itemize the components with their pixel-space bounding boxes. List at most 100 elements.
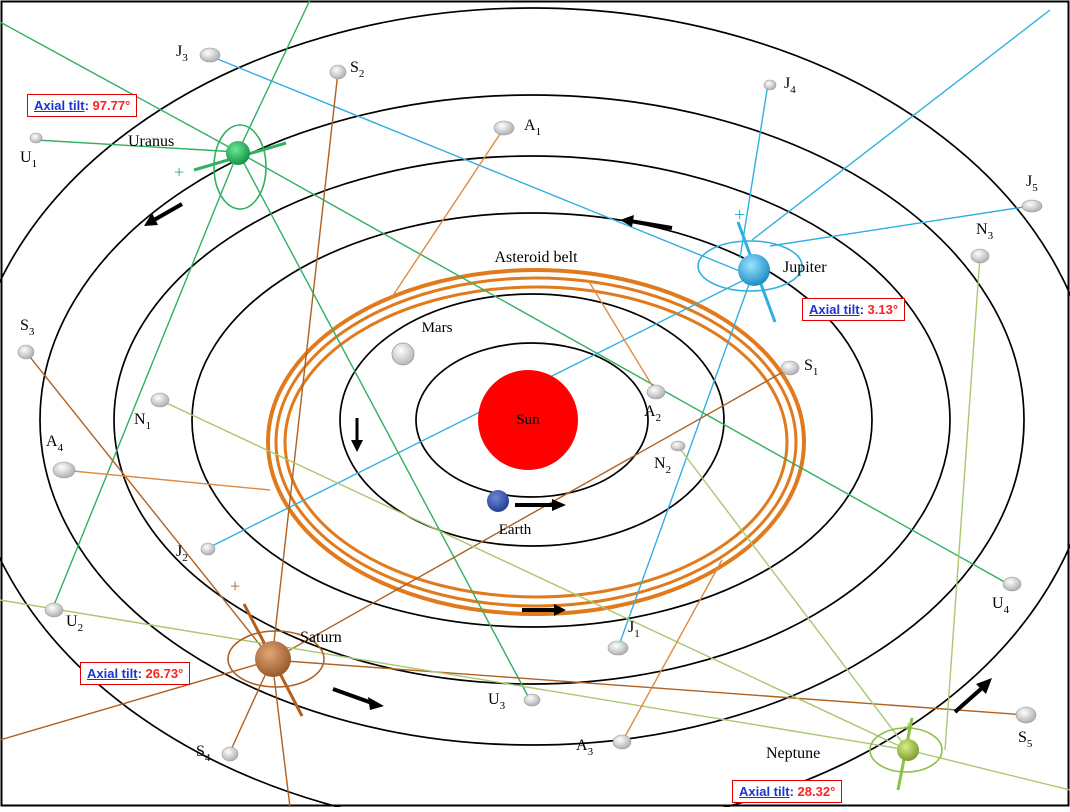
axial-tilt-label: Axial tilt xyxy=(809,302,860,317)
neptune-lines xyxy=(0,255,1070,791)
label-j4: J4 xyxy=(784,75,796,96)
sun-label: Sun xyxy=(516,412,540,428)
label-a4: A4 xyxy=(46,433,64,454)
label-s2: S2 xyxy=(350,59,364,80)
jupiter-direction-arrow xyxy=(620,215,673,230)
axial-tilt-label: Axial tilt xyxy=(34,98,85,113)
uranus-spin-ellipse xyxy=(213,124,267,210)
label-j2: J2 xyxy=(176,543,188,564)
earth-label: Earth xyxy=(499,522,532,538)
label-a2: A2 xyxy=(644,403,661,424)
mars xyxy=(391,342,415,366)
orbit-uranus xyxy=(39,94,1025,746)
label-n1: N1 xyxy=(134,411,151,432)
asteroid-belt-label: Asteroid belt xyxy=(494,249,578,266)
uranus-label: Uranus xyxy=(128,133,174,150)
saturn-label: Saturn xyxy=(300,629,342,646)
label-j3: J3 xyxy=(176,43,188,64)
uranus xyxy=(226,141,250,165)
saturn xyxy=(255,641,291,677)
rock-n3 xyxy=(970,248,990,264)
rock-s5 xyxy=(1015,706,1037,724)
earth xyxy=(487,490,509,512)
jupiter-plus-sign: + xyxy=(734,204,745,226)
axial-tilt-label: Axial tilt xyxy=(87,666,138,681)
marker-points: J3 S2 J4 A1 U1 J5 N3 S3 S1 A2 N1 N2 xyxy=(17,43,1043,764)
axial-tilt-box-neptune: Axial tilt: 28.32° xyxy=(732,780,843,803)
rock-j5 xyxy=(1021,199,1043,213)
label-n2: N2 xyxy=(654,455,671,476)
rock-j4 xyxy=(763,79,777,91)
rock-n2 xyxy=(670,440,686,452)
label-u1: U1 xyxy=(20,149,37,170)
rock-j1 xyxy=(607,640,629,656)
axial-tilt-box-saturn: Axial tilt: 26.73° xyxy=(80,662,191,685)
rock-j3 xyxy=(199,47,221,63)
uranus-plus-sign: + xyxy=(174,162,184,182)
jupiter-label: Jupiter xyxy=(783,259,827,276)
saturn-lines xyxy=(0,71,1027,808)
axial-tilt-label: Axial tilt xyxy=(739,784,790,799)
rock-s1 xyxy=(780,360,800,376)
asteroid-belt xyxy=(266,268,806,616)
rock-u1 xyxy=(29,132,43,144)
neptune-label: Neptune xyxy=(766,745,820,762)
rock-u3 xyxy=(523,693,541,707)
jupiter xyxy=(738,254,770,286)
uranus-direction-arrow xyxy=(144,202,183,226)
label-a1: A1 xyxy=(524,117,541,138)
orbit-rings xyxy=(0,7,1070,812)
belt-direction-arrow xyxy=(522,604,566,616)
axial-tilt-value-uranus: 97.77° xyxy=(92,98,131,113)
orbit-saturn xyxy=(113,155,951,685)
rock-a1 xyxy=(493,120,515,136)
uranus-lines xyxy=(0,0,1011,701)
label-s3: S3 xyxy=(20,317,35,338)
rock-a2 xyxy=(646,384,666,400)
neptune-direction-arrow xyxy=(953,678,992,714)
sun xyxy=(478,370,578,470)
label-u2: U2 xyxy=(66,613,83,634)
rock-s4 xyxy=(221,746,239,762)
neptune xyxy=(897,739,919,761)
uranus-group: + Uranus xyxy=(128,124,287,210)
saturn-group: + Saturn xyxy=(227,576,342,717)
label-j1: J1 xyxy=(628,619,640,640)
rock-j2 xyxy=(200,542,216,556)
axial-tilt-value-neptune: 28.32° xyxy=(797,784,836,799)
axial-tilt-value-jupiter: 3.13° xyxy=(867,302,899,317)
saturn-plus-sign: + xyxy=(230,576,240,596)
jupiter-spin-ellipse xyxy=(697,240,803,292)
axial-tilt-box-jupiter: Axial tilt: 3.13° xyxy=(802,298,906,321)
rock-a3 xyxy=(612,734,632,750)
neptune-spin-ellipse xyxy=(869,727,943,773)
earth-direction-arrow xyxy=(515,499,566,511)
label-n3: N3 xyxy=(976,221,994,242)
mars-direction-arrow xyxy=(351,418,363,452)
neptune-plus-sign: + xyxy=(903,717,913,737)
saturn-spin-ellipse xyxy=(227,630,325,688)
rock-u2 xyxy=(44,602,64,618)
label-u4: U4 xyxy=(992,595,1010,616)
axial-tilt-value-saturn: 26.73° xyxy=(145,666,184,681)
rock-u4 xyxy=(1002,576,1022,592)
jupiter-group: + Jupiter xyxy=(697,204,827,323)
label-s1: S1 xyxy=(804,357,818,378)
rock-s3 xyxy=(17,344,35,360)
orbit-neptune xyxy=(0,7,1070,812)
orbit-earth xyxy=(415,342,649,498)
asteroid-lines xyxy=(61,127,723,743)
rock-s2 xyxy=(329,64,347,80)
label-a3: A3 xyxy=(576,737,594,758)
axial-tilt-box-uranus: Axial tilt: 97.77° xyxy=(27,94,138,117)
orbit-jupiter xyxy=(191,212,873,628)
label-s5: S5 xyxy=(1018,729,1033,750)
saturn-direction-arrow xyxy=(332,687,384,710)
label-u3: U3 xyxy=(488,691,506,712)
rock-a4 xyxy=(52,461,76,479)
neptune-group: + Neptune xyxy=(766,717,943,791)
mars-label: Mars xyxy=(422,320,453,336)
